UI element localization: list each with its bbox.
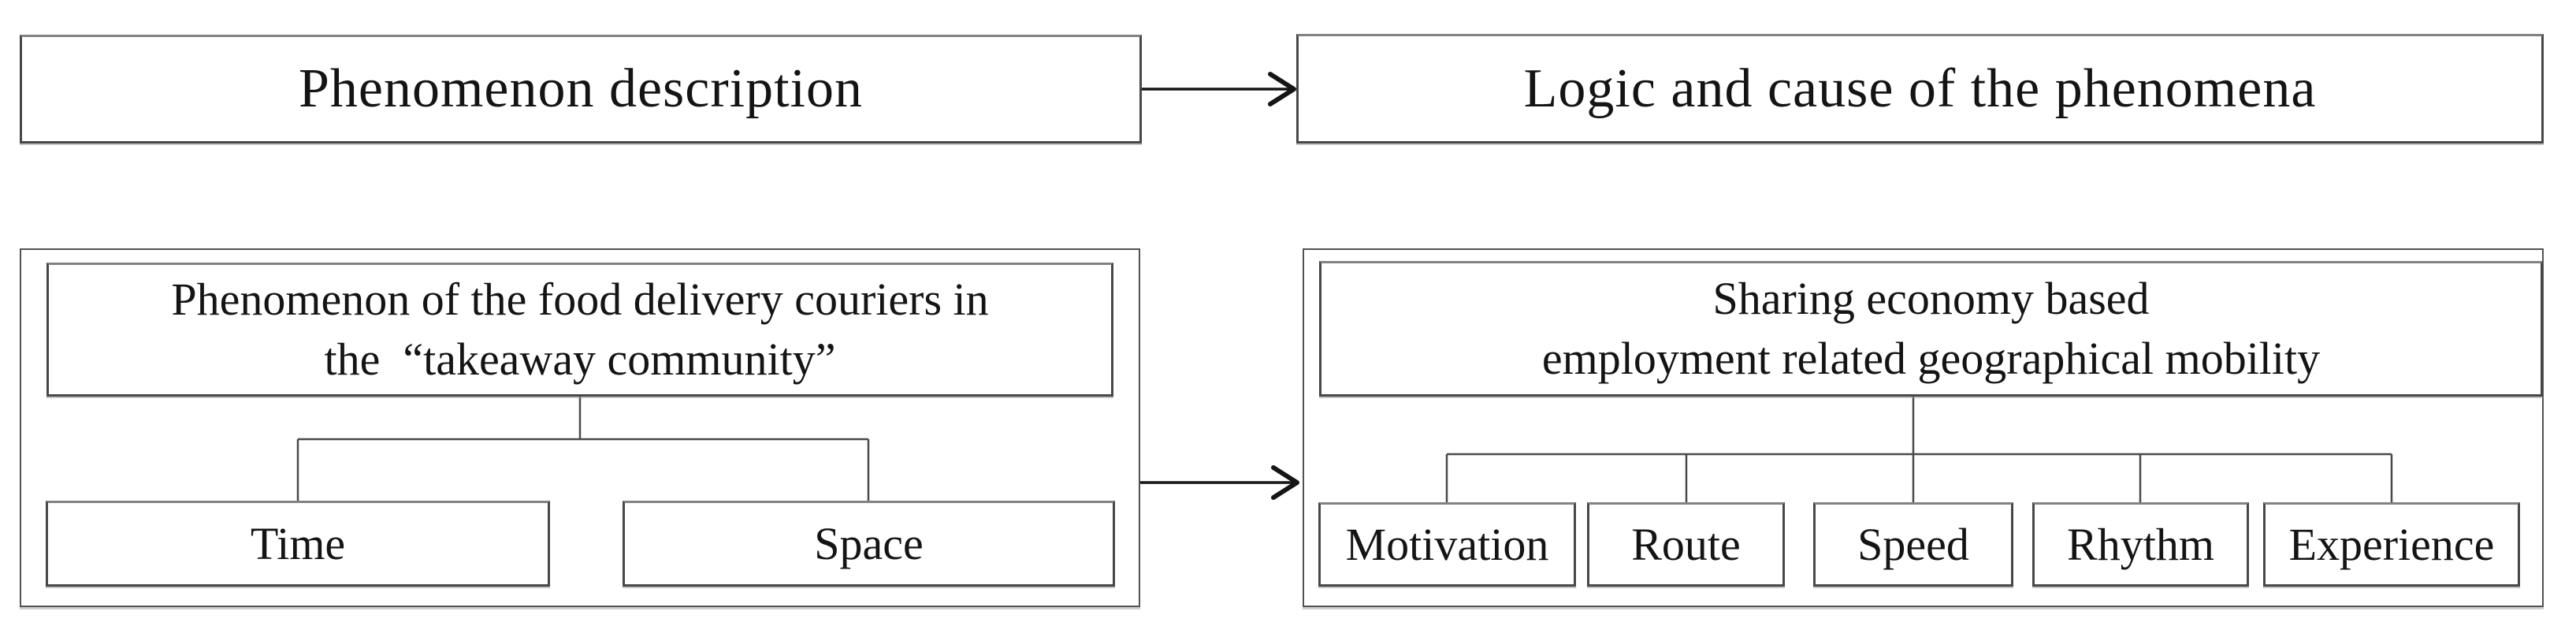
right-group-frame [1303, 248, 2544, 607]
motivation-label: Motivation [1345, 519, 1549, 570]
right-tree-connector [1445, 397, 2393, 502]
left-group-frame [20, 248, 1140, 607]
time-label: Time [250, 518, 346, 569]
arrowhead-icon [1268, 72, 1296, 106]
right-header-line2: employment related geographical mobility [1541, 333, 2321, 384]
left-tree-connector [296, 397, 870, 501]
time-box: Time [46, 501, 550, 587]
speed-box: Speed [1813, 502, 2013, 587]
space-label: Space [814, 518, 924, 569]
logic-cause-label: Logic and cause of the phenomena [1523, 58, 2317, 119]
route-box: Route [1587, 502, 1785, 587]
experience-label: Experience [2288, 519, 2495, 570]
right-header-line1: Sharing economy based [1712, 273, 2150, 324]
flow-arrow-top [1142, 72, 1296, 106]
space-box: Space [623, 501, 1115, 587]
right-group-header-box: Sharing economy based employment related… [1319, 261, 2543, 397]
phenomenon-description-box: Phenomenon description [20, 35, 1142, 144]
left-group-header-box: Phenomenon of the food delivery couriers… [46, 263, 1113, 397]
arrowhead-icon [1271, 465, 1299, 500]
speed-label: Speed [1857, 519, 1969, 570]
flow-arrow-bottom [1140, 465, 1299, 500]
route-label: Route [1631, 519, 1741, 570]
rhythm-box: Rhythm [2032, 502, 2249, 587]
logic-cause-box: Logic and cause of the phenomena [1296, 34, 2544, 144]
left-header-line1: Phenomenon of the food delivery couriers… [171, 274, 989, 325]
rhythm-label: Rhythm [2067, 519, 2214, 570]
left-header-line2: the “takeaway community” [324, 334, 836, 385]
experience-box: Experience [2263, 502, 2520, 587]
phenomenon-description-label: Phenomenon description [298, 58, 864, 119]
motivation-box: Motivation [1318, 502, 1576, 587]
